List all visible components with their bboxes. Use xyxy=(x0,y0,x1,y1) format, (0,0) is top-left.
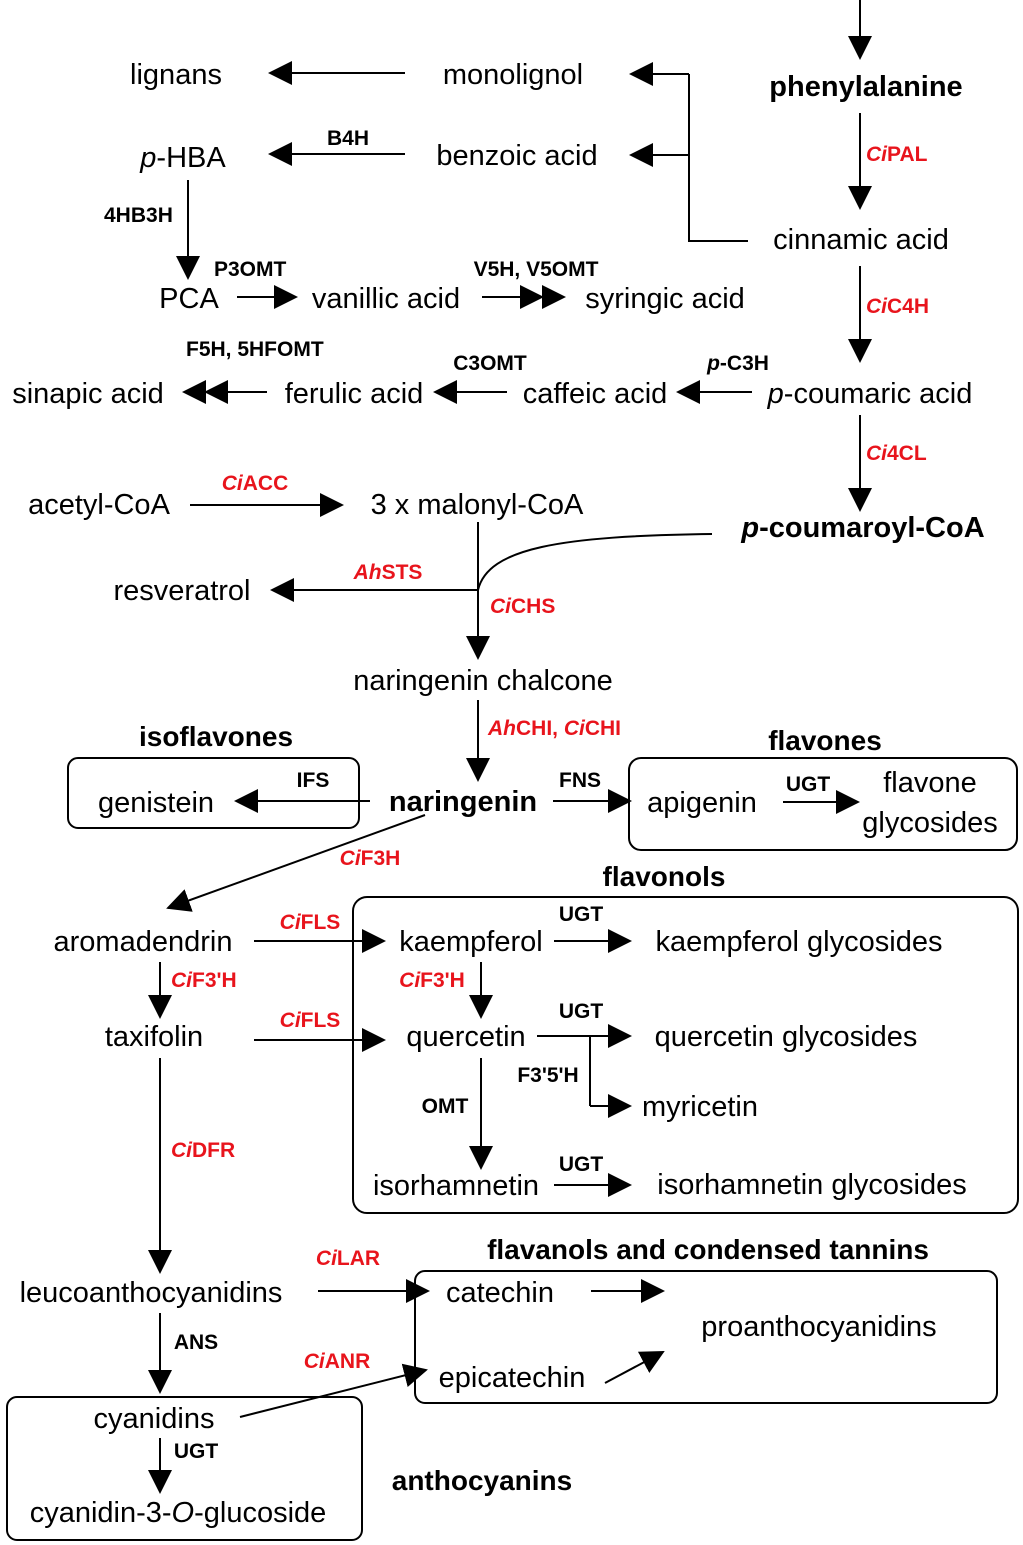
enzyme-ci-4cl: Ci4CL xyxy=(866,442,927,465)
epicatechin-label: epicatechin xyxy=(439,1362,586,1394)
enzyme-ugt-kaempferol: UGT xyxy=(559,903,604,926)
enzyme-ugt-cyanidin: UGT xyxy=(174,1440,219,1463)
sinapic-acid-label: sinapic acid xyxy=(12,378,164,410)
enzyme-ci-fls-1: CiFLS xyxy=(280,911,341,934)
arrow-epicatechin-proantho xyxy=(604,1351,665,1384)
enzyme-ci-chs: CiCHS xyxy=(490,595,555,618)
syringic-acid-label: syringic acid xyxy=(585,283,745,315)
apigenin-label: apigenin xyxy=(647,787,757,819)
enzyme-ci-dfr: CiDFR xyxy=(171,1139,235,1162)
enzyme-ans: ANS xyxy=(174,1331,218,1354)
leucoanthocyanidins-label: leucoanthocyanidins xyxy=(20,1277,283,1309)
phenylalanine-label: phenylalanine xyxy=(769,71,962,103)
quercetin-glycosides-label: quercetin glycosides xyxy=(655,1021,918,1053)
enzyme-c3omt: C3OMT xyxy=(453,352,527,375)
catechin-label: catechin xyxy=(446,1277,554,1309)
enzyme-4hb3h: 4HB3H xyxy=(104,204,173,227)
isorhamnetin-label: isorhamnetin xyxy=(373,1170,539,1202)
flavanols-box xyxy=(414,1270,998,1404)
taxifolin-label: taxifolin xyxy=(105,1021,203,1053)
aromadendrin-label: aromadendrin xyxy=(54,926,233,958)
flavones-title: flavones xyxy=(768,725,882,756)
kaempferol-glycosides-label: kaempferol glycosides xyxy=(656,926,943,958)
p-hba-label: p-HBA xyxy=(139,142,226,174)
enzyme-ifs: IFS xyxy=(297,769,330,792)
pca-label: PCA xyxy=(159,283,219,315)
flavone-glycosides-label-line1: flavone xyxy=(883,767,977,799)
arrow-ferulic-sinapic-second-head xyxy=(182,380,206,404)
enzyme-b4h: B4H xyxy=(327,127,369,150)
enzyme-p3omt: P3OMT xyxy=(214,258,287,281)
line-cinnamic-branch xyxy=(688,74,748,242)
enzyme-ci-lar: CiLAR xyxy=(316,1247,380,1270)
arrow-naringenin-aromadendrin xyxy=(166,814,426,912)
enzyme-f5h-5hfomt: F5H, 5HFOMT xyxy=(186,338,324,361)
vanillic-acid-label: vanillic acid xyxy=(312,283,460,315)
enzyme-ci-pal: CiPAL xyxy=(866,143,928,166)
naringenin-label: naringenin xyxy=(389,786,537,818)
acetyl-coa-label: acetyl-CoA xyxy=(28,489,170,521)
malonyl-coa-label: 3 x malonyl-CoA xyxy=(371,489,584,521)
enzyme-ah-chi-ci-chi: AhCHI, CiCHI xyxy=(487,717,621,740)
proanthocyanidins-label: proanthocyanidins xyxy=(701,1311,936,1343)
arrow-vanillic-syringic-second-head xyxy=(542,285,566,309)
enzyme-ugt-flavone: UGT xyxy=(786,773,831,796)
enzyme-omt: OMT xyxy=(422,1095,469,1118)
enzyme-ci-acc: CiACC xyxy=(222,472,289,495)
isorhamnetin-glycosides-label: isorhamnetin glycosides xyxy=(657,1169,966,1201)
p-coumaroyl-coa-label: p-coumaroyl-CoA xyxy=(740,512,984,544)
enzyme-f3-5-h: F3'5'H xyxy=(517,1064,578,1087)
enzyme-ci-anr: CiANR xyxy=(304,1350,371,1373)
enzyme-ugt-isorhamnetin: UGT xyxy=(559,1153,604,1176)
genistein-label: genistein xyxy=(98,787,214,819)
resveratrol-label: resveratrol xyxy=(114,575,251,607)
enzyme-ci-f3ph-2: CiF3'H xyxy=(399,969,465,992)
cyanidins-label: cyanidins xyxy=(94,1403,215,1435)
quercetin-label: quercetin xyxy=(406,1021,525,1053)
anthocyanins-box xyxy=(6,1396,363,1541)
flavonols-title: flavonols xyxy=(603,861,726,892)
anthocyanins-title: anthocyanins xyxy=(392,1465,572,1496)
isoflavones-box xyxy=(67,757,360,829)
myricetin-label: myricetin xyxy=(642,1091,758,1123)
flavone-glycosides-label-line2: glycosides xyxy=(862,807,997,839)
kaempferol-label: kaempferol xyxy=(399,926,542,958)
enzyme-p-c3h: p-C3H xyxy=(706,352,769,375)
caffeic-acid-label: caffeic acid xyxy=(523,378,668,410)
arrow-cyanidins-epicatechin xyxy=(239,1363,428,1418)
cyanidin-3-o-glucoside-label: cyanidin-3-O-glucoside xyxy=(30,1497,327,1529)
enzyme-ci-f3ph-1: CiF3'H xyxy=(171,969,237,992)
p-coumaric-acid-label: p-coumaric acid xyxy=(767,378,973,410)
enzyme-v5h-v5omt: V5H, V5OMT xyxy=(474,258,599,281)
enzyme-ci-c4h: CiC4H xyxy=(866,295,929,318)
enzyme-ci-f3h: CiF3H xyxy=(340,847,401,870)
cinnamic-acid-label: cinnamic acid xyxy=(773,224,949,256)
flavonols-box xyxy=(352,896,1019,1214)
enzyme-fns: FNS xyxy=(559,769,601,792)
enzyme-ah-sts: AhSTS xyxy=(353,561,423,584)
enzyme-ugt-quercetin: UGT xyxy=(559,1000,604,1023)
ferulic-acid-label: ferulic acid xyxy=(285,378,424,410)
benzoic-acid-label: benzoic acid xyxy=(436,140,597,172)
naringenin-chalcone-label: naringenin chalcone xyxy=(353,665,613,697)
lignans-label: lignans xyxy=(130,59,222,91)
isoflavones-title: isoflavones xyxy=(139,721,293,752)
monolignol-label: monolignol xyxy=(443,59,583,91)
flavanols-title: flavanols and condensed tannins xyxy=(487,1234,929,1265)
curve-pcoumaroyl-merge xyxy=(477,533,713,591)
enzyme-ci-fls-2: CiFLS xyxy=(280,1009,341,1032)
